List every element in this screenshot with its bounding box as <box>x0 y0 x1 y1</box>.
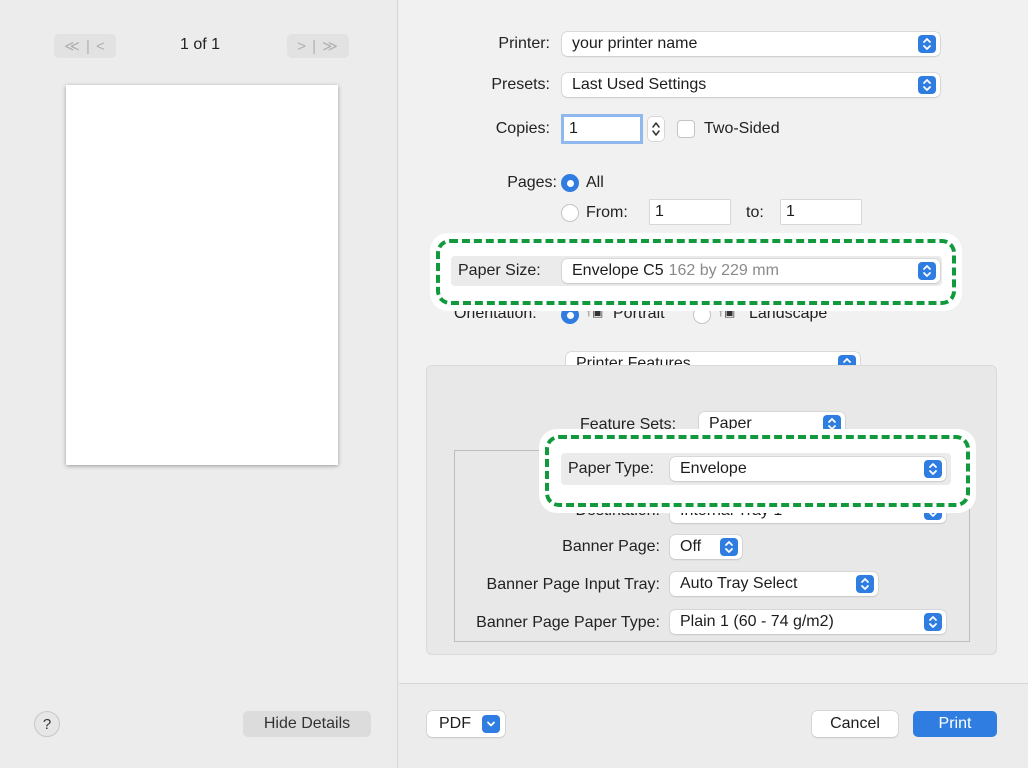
printer-popup[interactable]: your printer name <box>562 32 940 56</box>
chevron-updown-icon <box>823 415 841 433</box>
banner-page-label: Banner Page: <box>562 538 660 555</box>
two-sided-label: Two-Sided <box>704 120 780 137</box>
prev-page-icon: ≪ | < <box>64 38 106 55</box>
pages-all-label: All <box>586 174 604 191</box>
chevron-updown-icon <box>924 613 942 631</box>
banner-paper-type-label: Banner Page Paper Type: <box>476 614 660 631</box>
paper-size-label: Paper Size: <box>458 262 541 279</box>
copies-label: Copies: <box>495 120 550 137</box>
paper-size-callout-border <box>436 239 956 305</box>
pdf-label: PDF <box>439 715 471 732</box>
chevron-updown-icon <box>924 460 942 478</box>
question-mark-icon: ? <box>42 715 52 733</box>
chevron-down-icon <box>482 715 500 733</box>
chevron-updown-icon <box>856 575 874 593</box>
two-sided-checkbox[interactable] <box>677 120 695 138</box>
banner-page-value: Off <box>680 538 702 555</box>
printer-label: Printer: <box>498 35 550 52</box>
banner-input-tray-label: Banner Page Input Tray: <box>486 576 660 593</box>
page-preview <box>66 85 338 465</box>
feature-sets-value: Paper <box>709 415 752 432</box>
pages-all-radio[interactable] <box>561 174 579 192</box>
pdf-menu-button[interactable]: PDF <box>427 711 505 737</box>
paper-size-dimensions: 162 by 229 mm <box>668 262 779 279</box>
chevron-updown-icon <box>720 538 738 556</box>
printer-value: your printer name <box>572 35 698 52</box>
pages-label: Pages: <box>507 174 557 191</box>
chevron-updown-icon <box>918 35 936 53</box>
presets-popup[interactable]: Last Used Settings <box>562 73 940 97</box>
paper-type-callout-border <box>545 435 970 507</box>
banner-paper-type-value: Plain 1 (60 - 74 g/m2) <box>680 613 834 630</box>
paper-size-value: Envelope C5 <box>572 262 664 279</box>
chevron-updown-icon <box>918 262 936 280</box>
copies-field[interactable]: 1 <box>564 117 640 141</box>
pages-from-value: 1 <box>655 203 664 220</box>
pages-to-label: to: <box>746 204 764 221</box>
help-button[interactable]: ? <box>34 711 60 737</box>
feature-sets-label: Feature Sets: <box>580 416 677 433</box>
print-button[interactable]: Print <box>913 711 997 737</box>
hide-details-button[interactable]: Hide Details <box>243 711 371 737</box>
cancel-button[interactable]: Cancel <box>812 711 898 737</box>
copies-stepper[interactable] <box>648 117 664 141</box>
pages-from-radio[interactable] <box>561 204 579 222</box>
banner-input-tray-value: Auto Tray Select <box>680 575 798 592</box>
presets-label: Presets: <box>491 76 550 93</box>
pages-to-field[interactable]: 1 <box>781 200 861 224</box>
pages-from-field[interactable]: 1 <box>650 200 730 224</box>
copies-value: 1 <box>569 120 578 137</box>
banner-paper-type-popup[interactable]: Plain 1 (60 - 74 g/m2) <box>670 610 946 634</box>
banner-page-popup[interactable]: Off <box>670 535 742 559</box>
page-count: 1 of 1 <box>179 36 221 53</box>
chevron-updown-icon <box>918 76 936 94</box>
next-last-page-button[interactable]: > | ≫ <box>287 34 349 58</box>
pages-from-label: From: <box>586 204 628 221</box>
banner-input-tray-popup[interactable]: Auto Tray Select <box>670 572 878 596</box>
paper-type-popup[interactable]: Envelope <box>670 457 946 481</box>
first-prev-page-button[interactable]: ≪ | < <box>54 34 116 58</box>
presets-value: Last Used Settings <box>572 76 707 93</box>
next-page-icon: > | ≫ <box>297 38 339 55</box>
paper-type-label: Paper Type: <box>568 460 654 477</box>
pages-to-value: 1 <box>786 203 795 220</box>
paper-size-popup[interactable]: Envelope C5 162 by 229 mm <box>562 259 940 283</box>
paper-type-value: Envelope <box>680 460 747 477</box>
